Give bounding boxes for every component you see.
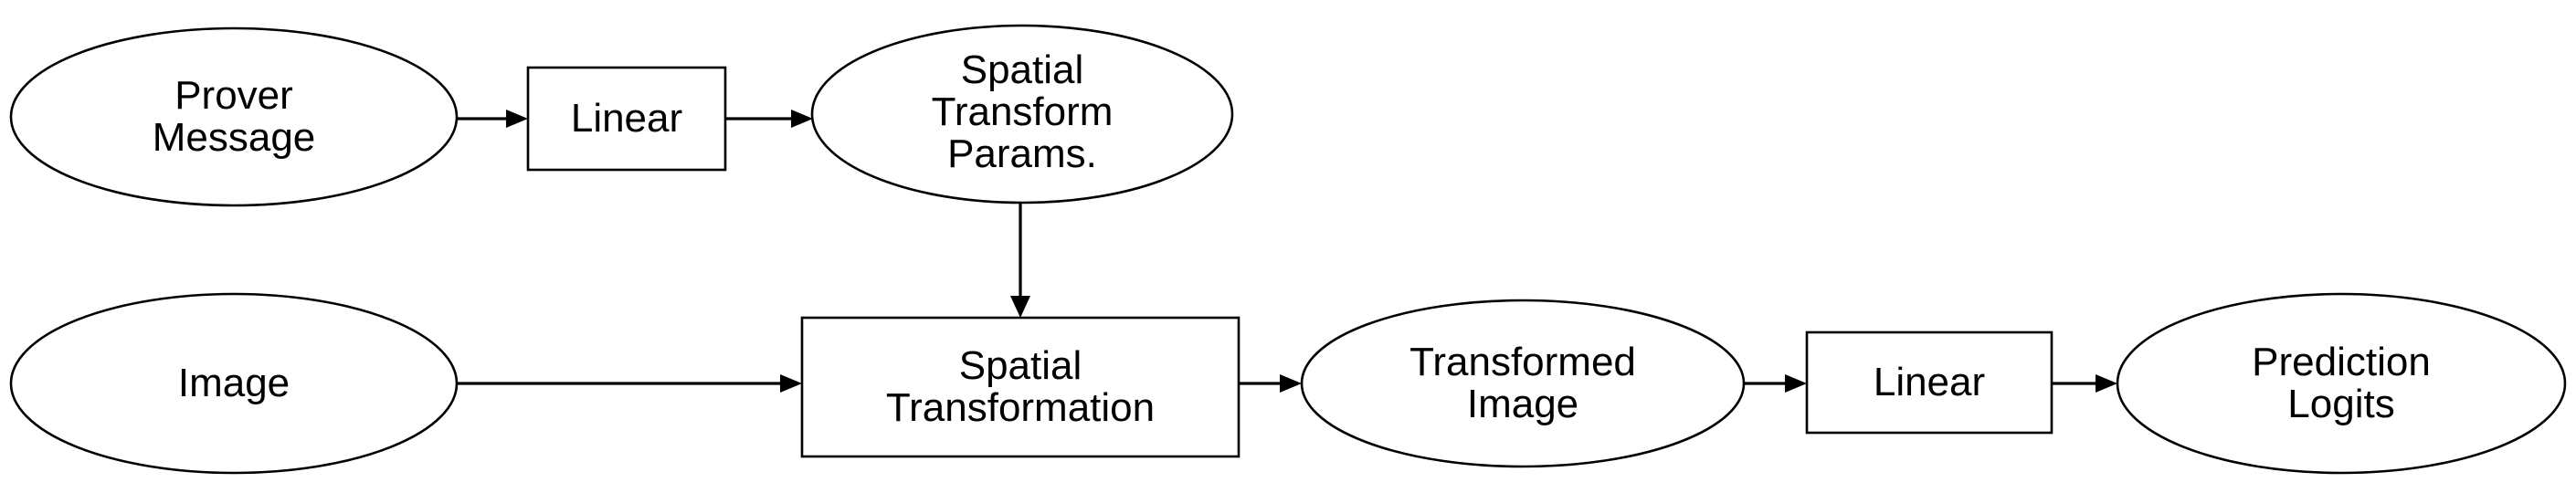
node-linear-top-shape[interactable] [526, 66, 727, 172]
edge-prover-message-to-linear-top [457, 110, 528, 128]
node-image-shape[interactable] [9, 292, 459, 475]
node-linear-bottom-shape[interactable] [1805, 330, 2053, 435]
edge-linear-bottom-to-prediction-logits [2053, 374, 2117, 393]
edge-linear-top-to-spatial-transform-params [725, 110, 813, 128]
node-prediction-logits-shape[interactable] [2116, 292, 2567, 475]
edge-transformed-image-to-linear-bottom [1744, 374, 1807, 393]
edge-image-to-spatial-transformation [457, 374, 802, 393]
edge-spatial-transformation-to-transformed-image [1240, 374, 1302, 393]
node-prover-message-shape[interactable] [9, 26, 459, 207]
node-transformed-image-shape[interactable] [1300, 299, 1746, 468]
node-spatial-transform-params-shape[interactable] [810, 24, 1234, 205]
node-spatial-transformation-shape[interactable] [800, 316, 1240, 458]
edge-spatial-transform-params-to-spatial-transformation [1010, 203, 1030, 318]
